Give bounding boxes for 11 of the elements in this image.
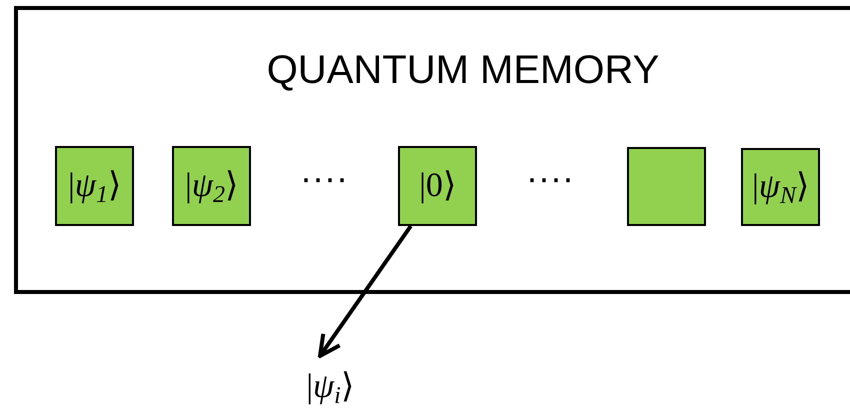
state-label: |ψ$_{i}$⟩	[285, 362, 375, 412]
panel-title: QUANTUM MEMORY	[266, 50, 660, 90]
state-box: |ψ$_{N}$⟩	[741, 148, 820, 226]
state-box: |0⟩	[398, 146, 477, 226]
empty-state-box	[627, 147, 706, 226]
state-box: |ψ$_{1}$⟩	[55, 146, 134, 226]
ellipsis-dots: ····	[300, 160, 348, 196]
state-box: |ψ$_{2}$⟩	[172, 146, 251, 226]
memory-panel	[14, 6, 850, 294]
arrow	[318, 224, 412, 358]
ellipsis-dots: ····	[526, 160, 574, 196]
